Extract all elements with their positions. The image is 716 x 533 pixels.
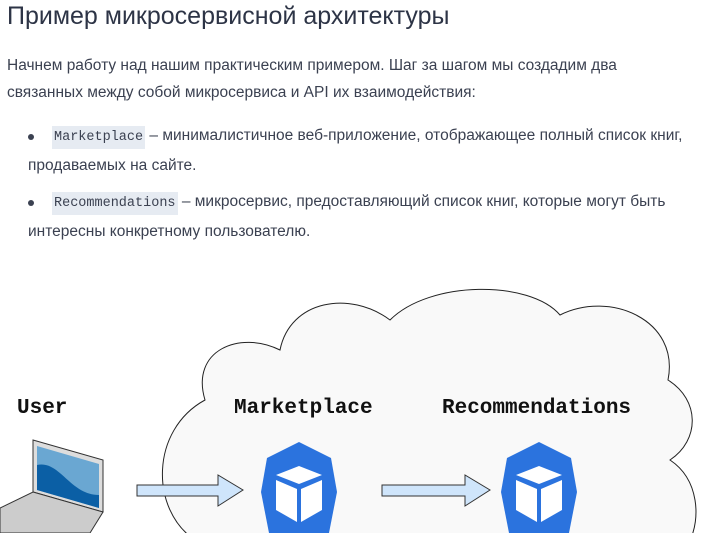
arrow-icon <box>381 474 491 507</box>
bullet-icon <box>28 200 34 206</box>
marketplace-label: Marketplace <box>234 397 373 420</box>
item-text: – минималистичное веб-приложение, отобра… <box>28 127 683 174</box>
code-recommendations: Recommendations <box>52 192 178 215</box>
code-marketplace: Marketplace <box>52 126 146 149</box>
list-item: Recommendations – микросервис, предостав… <box>7 188 697 246</box>
kubernetes-pod-icon <box>501 442 577 533</box>
list-item: Marketplace – минималистичное веб-прилож… <box>7 122 697 180</box>
service-list: Marketplace – минималистичное веб-прилож… <box>7 122 697 254</box>
kubernetes-pod-icon <box>261 442 337 533</box>
intro-paragraph: Начнем работу над нашим практическим при… <box>7 57 617 101</box>
architecture-diagram: User Marketplace Recommendations <box>0 288 697 533</box>
user-label: User <box>17 397 67 420</box>
recommendations-label: Recommendations <box>442 397 631 420</box>
page-title: Пример микросервисной архитектуры <box>7 2 450 30</box>
arrow-icon <box>136 474 244 507</box>
bullet-icon <box>28 134 34 140</box>
laptop-icon <box>0 439 104 533</box>
item-text: – микросервис, предоставляющий список кн… <box>28 193 666 240</box>
